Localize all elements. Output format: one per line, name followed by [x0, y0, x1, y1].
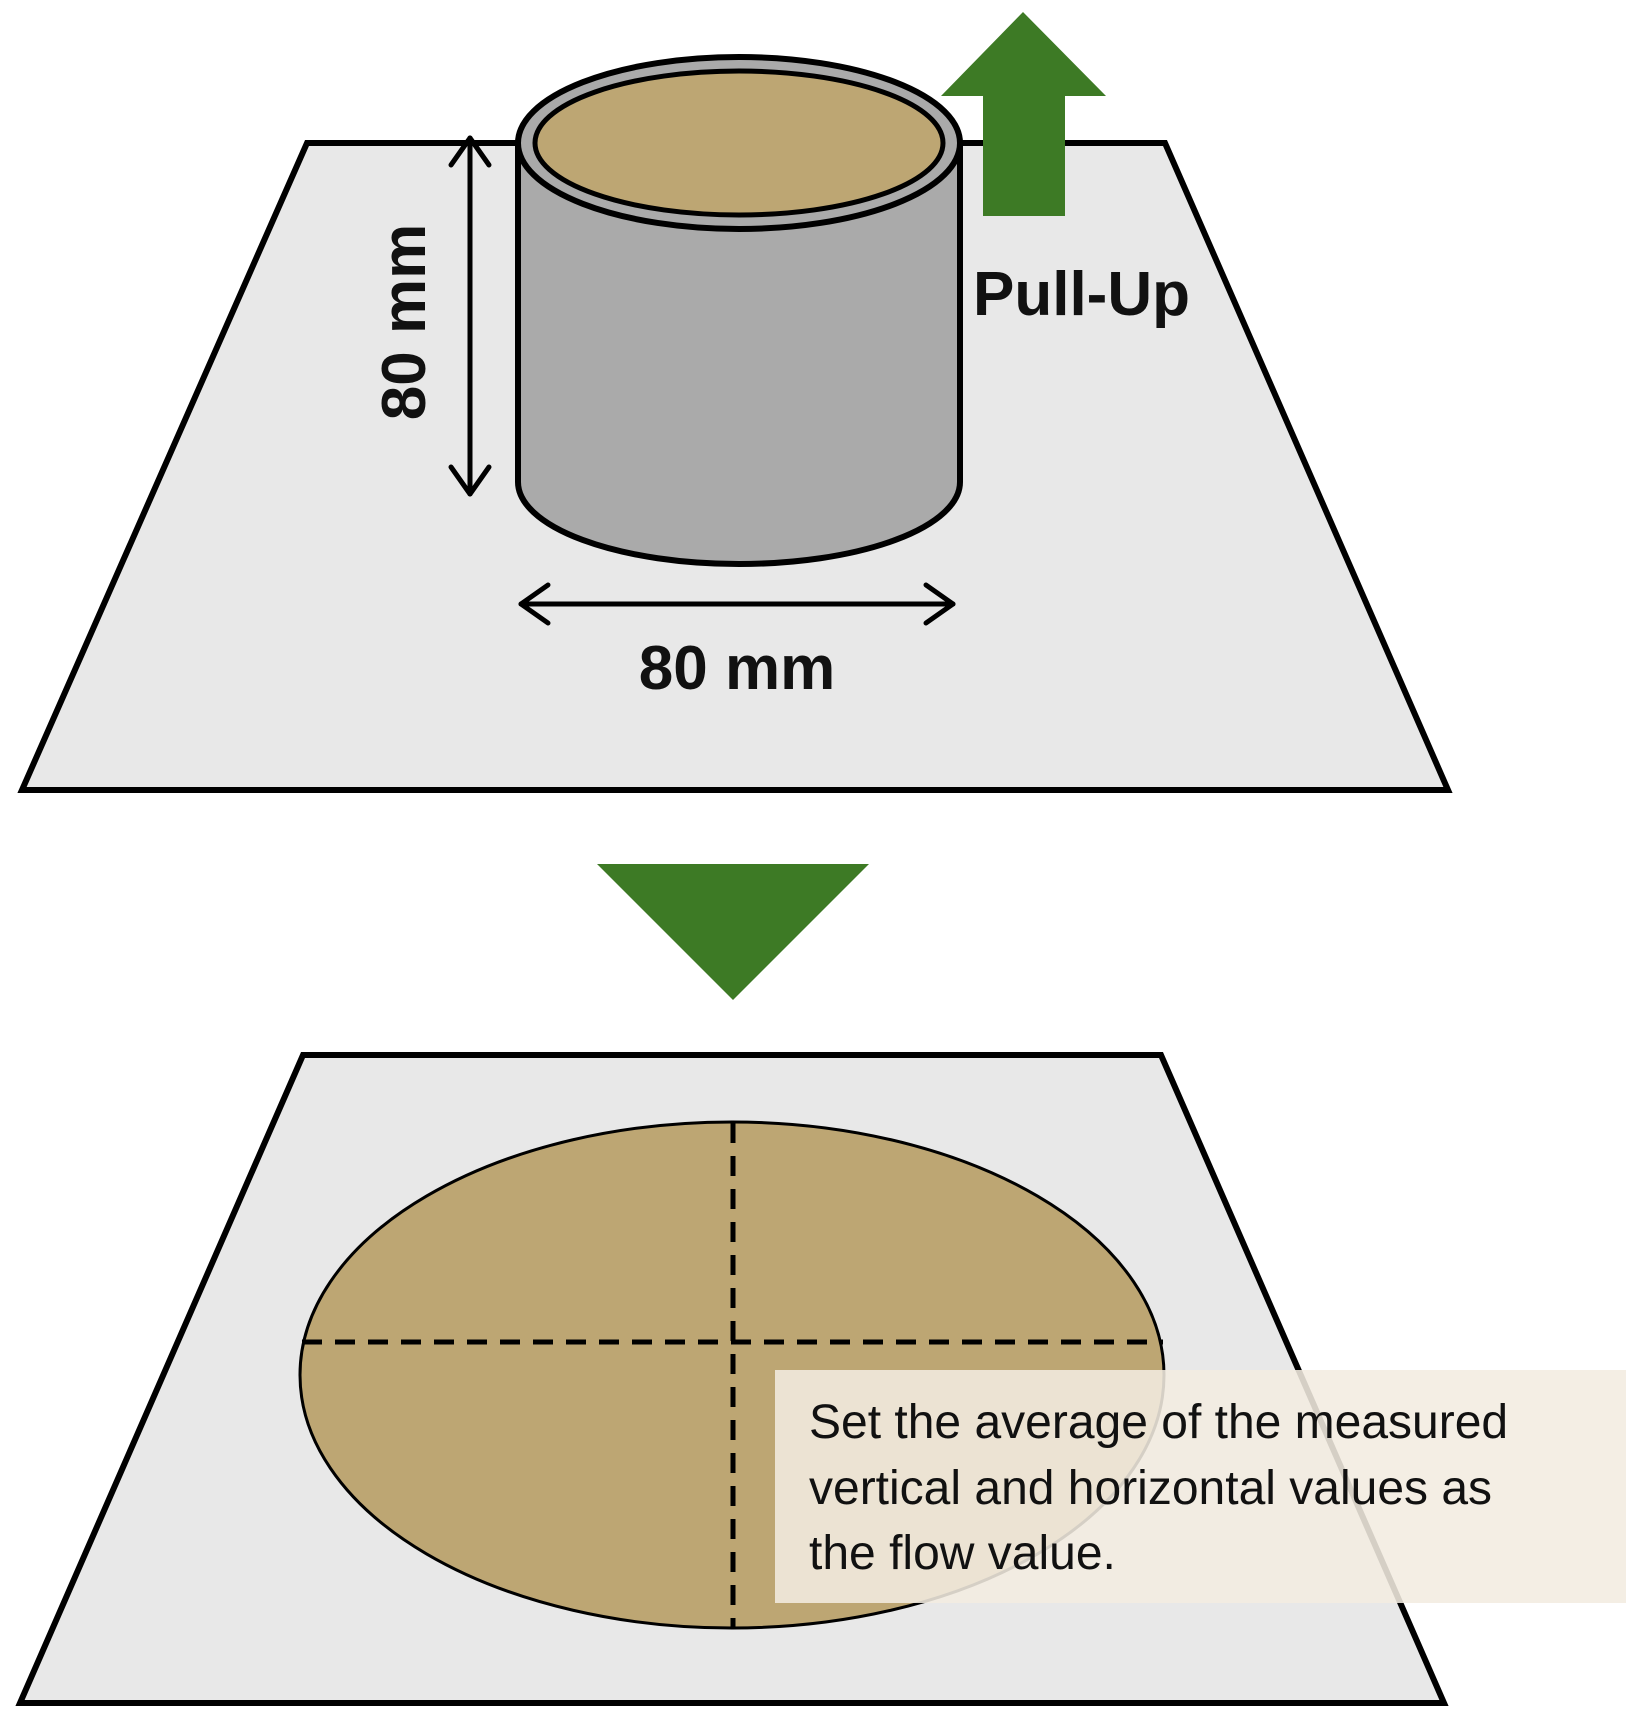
height-label: 80 mm: [370, 224, 439, 420]
note-box: [775, 1370, 1626, 1603]
note-text: Set the average of the measured vertical…: [809, 1396, 1508, 1580]
pull-up-label: Pull-Up: [973, 260, 1190, 329]
up-arrow-icon: [941, 12, 1106, 216]
note-line-1: Set the average of the measured: [809, 1396, 1508, 1449]
note-line-3: the flow value.: [809, 1527, 1116, 1580]
width-dimension-arrow: [518, 582, 956, 626]
cylinder: [515, 54, 963, 567]
note-line-2: vertical and horizontal values as: [809, 1462, 1492, 1515]
height-dimension-arrow: [448, 135, 492, 497]
cylinder-body: [515, 140, 963, 567]
cylinder-sample-top: [532, 68, 946, 218]
width-label: 80 mm: [639, 634, 835, 703]
down-triangle-icon: [597, 864, 869, 1000]
